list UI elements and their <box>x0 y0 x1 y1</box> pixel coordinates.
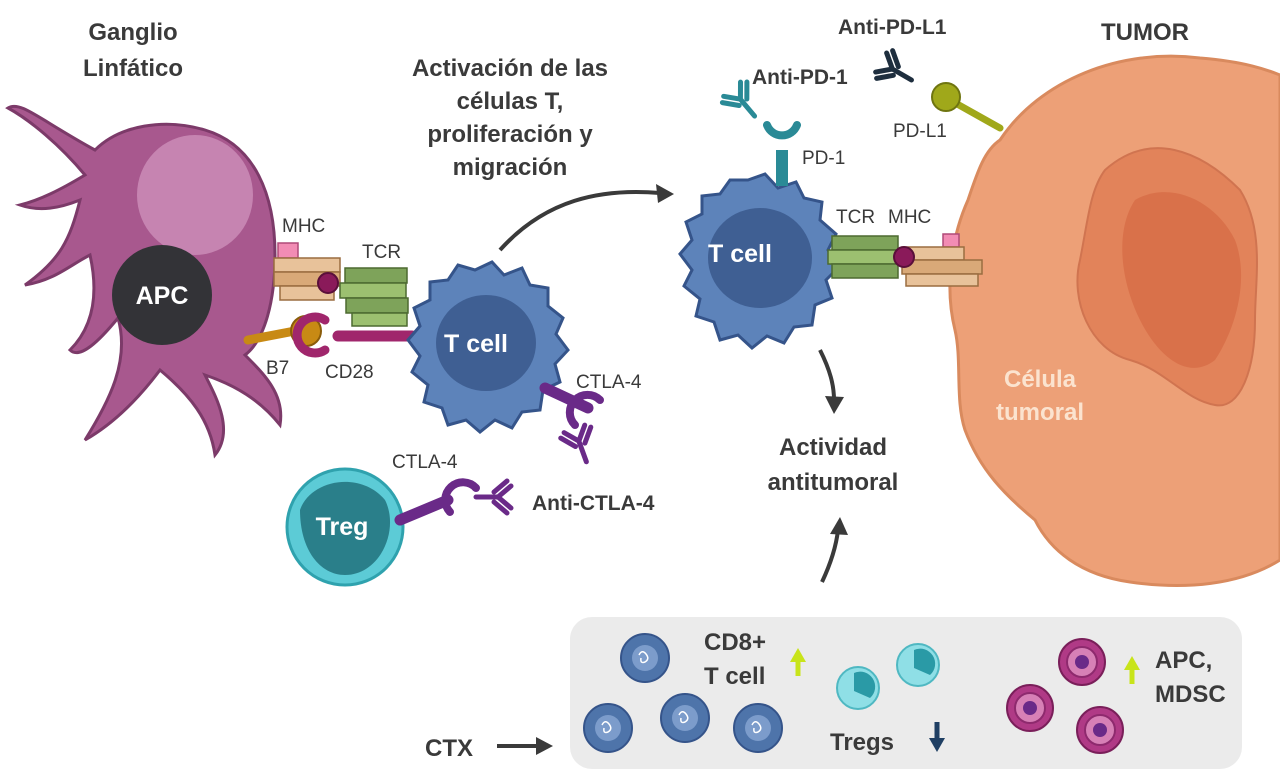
actividad-label-1: Actividad <box>779 434 887 461</box>
apc-increase-arrow-icon <box>1124 656 1140 684</box>
ctx-effects-panel <box>570 617 1242 769</box>
pdl1-label: PD-L1 <box>893 121 947 142</box>
t-cell-left-label: T cell <box>444 330 508 358</box>
ctla4-treg-label: CTLA-4 <box>392 452 458 473</box>
ctla4-treg <box>394 478 480 526</box>
tcr-complex-right <box>827 235 899 279</box>
actividad-label-2: antitumoral <box>768 469 899 496</box>
activation-line-2: células T, <box>457 88 564 115</box>
anti-pd1-label: Anti-PD-1 <box>752 66 848 89</box>
celula-tumoral-label-1: Célula <box>1004 366 1077 393</box>
cd8-increase-arrow-icon <box>790 648 806 676</box>
activity-arrow-up <box>820 517 848 583</box>
tcr-right-label: TCR <box>836 207 875 228</box>
activation-line-4: migración <box>453 154 568 181</box>
tcr-left-label: TCR <box>362 242 401 263</box>
mhc-left-label: MHC <box>282 216 325 237</box>
t-cell-right: T cell <box>678 172 842 350</box>
treg-label: Treg <box>316 513 369 541</box>
apc-mdsc-label-2: MDSC <box>1155 681 1226 708</box>
anti-pdl1-label: Anti-PD-L1 <box>838 16 947 39</box>
activation-line-3: proliferación y <box>427 121 593 148</box>
ganglio-linfatico-title: Ganglio Linfático <box>83 19 183 82</box>
mhc-complex-right <box>893 233 983 287</box>
tumor-title: TUMOR <box>1101 19 1189 46</box>
migration-arrow <box>498 184 674 252</box>
mhc-complex-left <box>273 242 341 301</box>
anti-pdl1-antibody <box>873 49 919 94</box>
cd28-receptor <box>292 312 418 358</box>
ctla4-tcell <box>539 382 604 429</box>
t-cell-right-label: T cell <box>708 240 772 268</box>
apc-cell: APC <box>5 104 283 459</box>
apc-mdsc-label-1: APC, <box>1155 647 1212 674</box>
ganglio-label-2: Linfático <box>83 55 183 82</box>
apc-label: APC <box>136 282 189 310</box>
ctla4-tcell-label: CTLA-4 <box>576 372 642 393</box>
pd1-receptor <box>763 121 801 186</box>
tcr-complex-left <box>339 267 409 327</box>
anti-ctla4-antibody-top <box>559 423 601 467</box>
apc-nucleus <box>112 245 212 345</box>
cd8-label-2: T cell <box>704 663 765 690</box>
treg-decrease-arrow-icon <box>929 722 945 752</box>
anti-ctla4-antibody <box>476 481 511 513</box>
t-cell-left: T cell <box>406 260 570 434</box>
tregs-label: Tregs <box>830 729 894 756</box>
cd8-label-1: CD8+ <box>704 629 766 656</box>
mhc-right-label: MHC <box>888 207 931 228</box>
cd28-label: CD28 <box>325 362 374 383</box>
tumor-cell: Célula tumoral <box>948 54 1280 587</box>
pd1-label: PD-1 <box>802 148 845 169</box>
ganglio-label-1: Ganglio <box>88 19 177 46</box>
ctx-label: CTX <box>425 735 473 762</box>
b7-label: B7 <box>266 358 289 379</box>
treg-cell: Treg <box>285 467 405 587</box>
activation-line-1: Activación de las <box>412 55 608 82</box>
pdl1-ligand <box>931 82 1004 132</box>
activity-arrow-down <box>818 349 844 414</box>
activation-text: Activación de las células T, proliferaci… <box>412 55 608 181</box>
celula-tumoral-label-2: tumoral <box>996 399 1084 426</box>
ctx-arrow <box>497 737 553 755</box>
anti-ctla4-label: Anti-CTLA-4 <box>532 492 655 515</box>
